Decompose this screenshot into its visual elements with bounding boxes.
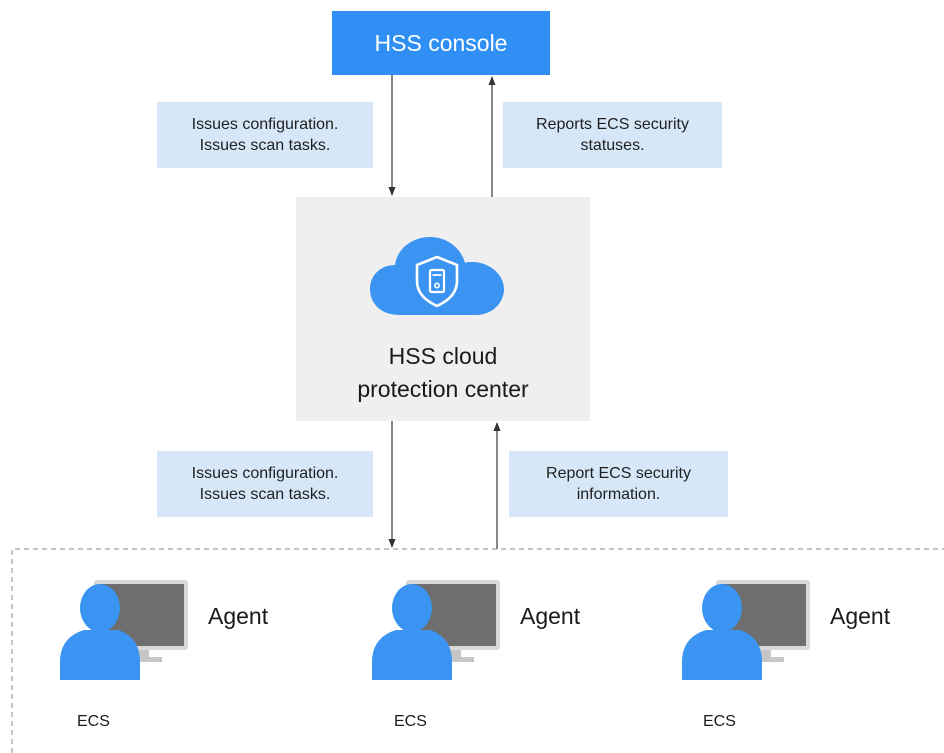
ecs-label: ECS [703,713,736,730]
note-reports-status: Reports ECS security statuses. [503,102,722,168]
note-report-information: Report ECS security information. [509,451,728,517]
ecs-label: ECS [77,713,110,730]
agent-label: Agent [520,603,581,629]
note-issues-config-top: Issues configuration. Issues scan tasks. [157,102,373,168]
note-line-1: Issues configuration. [191,465,339,482]
note-line-2: information. [576,486,661,503]
hss-cloud-protection-center [296,197,590,421]
center-label: HSS cloud protection center [296,340,590,406]
note-line-2: Issues scan tasks. [199,137,331,154]
user-computer-icon [372,580,500,680]
center-label-line-2: protection center [357,376,529,402]
note-line-1: Report ECS security [546,465,691,482]
user-computer-icon [682,580,810,680]
agent-label: Agent [830,603,891,629]
note-line-1: Issues configuration. [191,116,339,133]
note-issues-config-bottom: Issues configuration. Issues scan tasks. [157,451,373,517]
note-line-2: Issues scan tasks. [199,486,331,503]
center-label-line-1: HSS cloud [388,343,498,369]
cloud-shield-icon [370,237,504,315]
agent-label: Agent [208,603,269,629]
note-line-1: Reports ECS security [536,116,689,133]
user-computer-icon [60,580,188,680]
ecs-label: ECS [394,713,427,730]
hss-console-label: HSS console [374,29,508,56]
ecs-group-frame [11,548,944,753]
hss-console-box: HSS console [332,11,550,75]
note-line-2: statuses. [580,137,645,154]
